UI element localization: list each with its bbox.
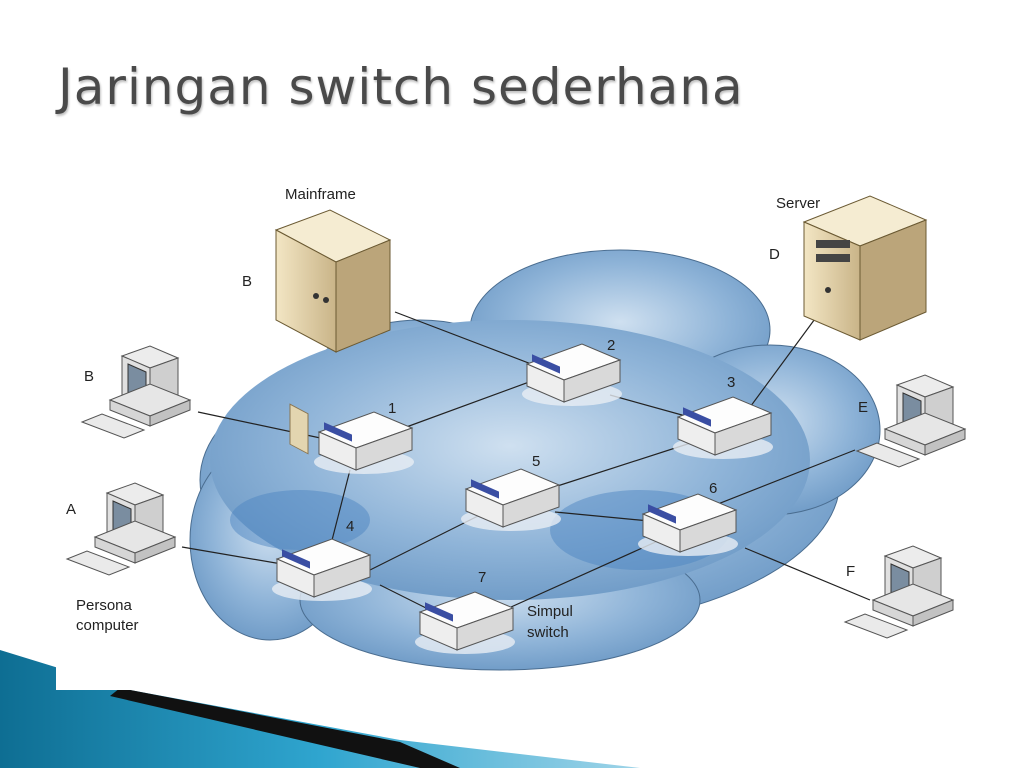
pc-b-icon <box>81 345 191 439</box>
switch-number-5: 5 <box>532 453 540 470</box>
station-a-label: A <box>66 501 76 518</box>
switch-number-4: 4 <box>346 518 354 535</box>
switch-number-1: 1 <box>388 400 396 417</box>
personal-computer-label-line1: Persona <box>76 597 133 614</box>
accent-band <box>0 650 640 768</box>
station-d-label: D <box>769 246 780 263</box>
switch-number-2: 2 <box>607 337 615 354</box>
accent-stripe <box>110 688 460 768</box>
switch-number-6: 6 <box>709 480 717 497</box>
server-label: Server <box>776 195 820 212</box>
station-b-pc-label: B <box>84 368 94 385</box>
station-e-label: E <box>858 399 868 416</box>
node-switch-label-line1: Simpul <box>527 603 573 620</box>
station-b-mainframe-label: B <box>242 273 252 290</box>
server-icon <box>802 195 928 341</box>
switch-number-7: 7 <box>478 569 486 586</box>
pc-a-icon <box>66 482 176 576</box>
switch-number-3: 3 <box>727 374 735 391</box>
mainframe-label: Mainframe <box>285 186 356 203</box>
personal-computer-label-line2: computer <box>76 617 139 634</box>
slide-title: Jaringan switch sederhana <box>58 58 744 116</box>
station-f-label: F <box>846 563 855 580</box>
node-switch-label-line2: switch <box>527 624 569 641</box>
pc-f-icon <box>844 545 954 639</box>
mainframe-icon <box>274 209 392 455</box>
